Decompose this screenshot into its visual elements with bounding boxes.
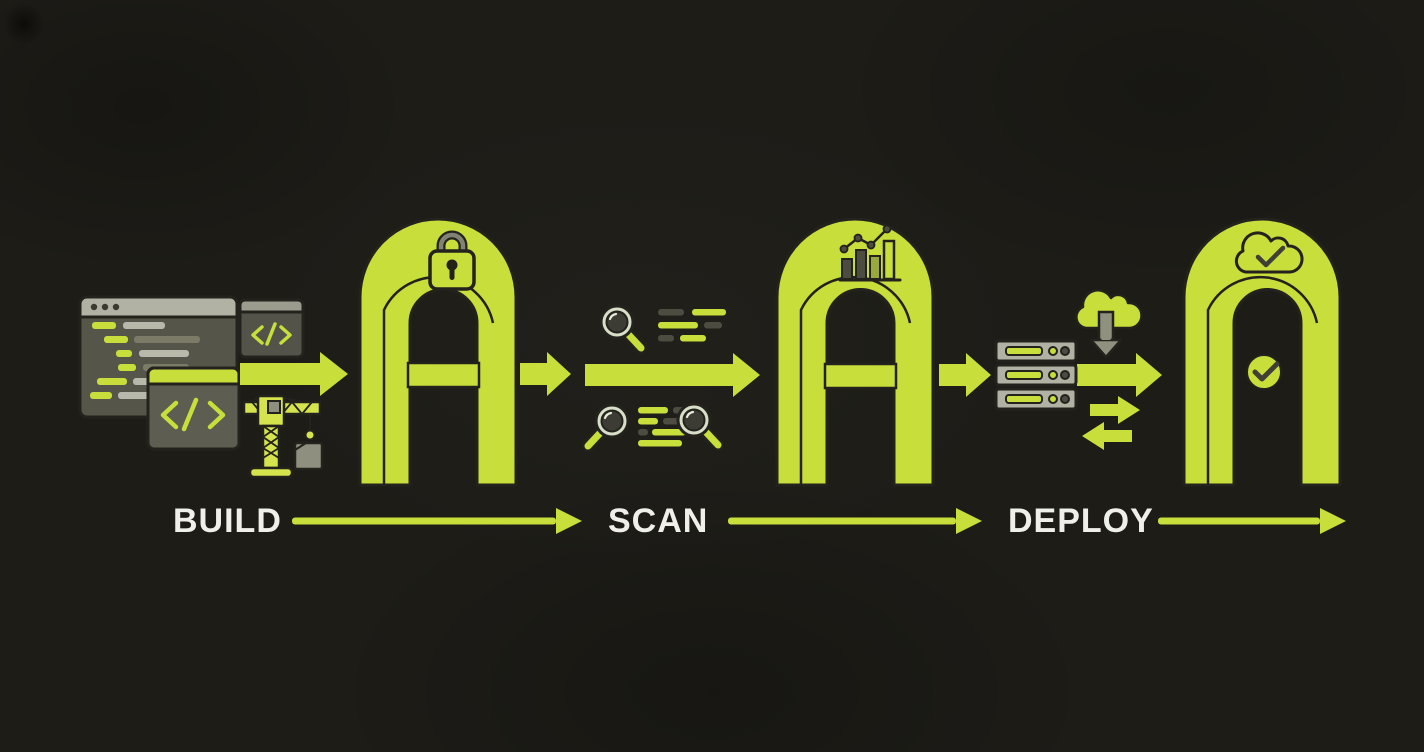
- label-arrow-deploy-out: [1158, 508, 1346, 534]
- magnifier-right-icon: [676, 402, 724, 451]
- flow-arrow-1: [240, 352, 348, 396]
- magnifier-pair-icon: [582, 402, 724, 452]
- code-window-icon: [238, 298, 305, 359]
- server-unit: [994, 363, 1078, 387]
- flow-arrow-4: [939, 353, 991, 397]
- server-unit: [994, 387, 1078, 411]
- sync-arrows-icon: [1082, 396, 1140, 450]
- label-arrows: [292, 508, 1346, 534]
- flow-arrow-3: [585, 353, 760, 397]
- label-arrow-scan-deploy: [728, 508, 982, 534]
- code-file-window-icon: [146, 366, 241, 451]
- cloud-download-icon: [1075, 289, 1143, 359]
- flow-arrows: [240, 352, 1162, 397]
- stage-label-scan: SCAN: [608, 502, 709, 540]
- stage-label-build: BUILD: [173, 502, 282, 540]
- check-circle-icon: [1246, 354, 1282, 390]
- label-arrow-build-scan: [292, 508, 582, 534]
- code-editor-window-icon: [78, 295, 239, 419]
- bar-chart-icon: [838, 224, 902, 282]
- magnifier-left-icon: [582, 403, 630, 452]
- server-unit: [994, 339, 1078, 363]
- scan-result-lines-top: [658, 309, 726, 342]
- flow-arrow-2: [520, 352, 571, 396]
- code-lines: [90, 322, 200, 399]
- gate-arch-deploy: [1182, 217, 1342, 487]
- lock-icon: [428, 230, 476, 291]
- magnifier-icon: [599, 304, 647, 354]
- stage-label-deploy: DEPLOY: [1008, 502, 1154, 540]
- flow-arrow-5: [1077, 353, 1162, 397]
- server-stack-icon: [994, 339, 1078, 411]
- download-arrow: [1089, 310, 1123, 359]
- cloud-check-icon: [1234, 231, 1304, 274]
- crane-icon: [242, 394, 324, 479]
